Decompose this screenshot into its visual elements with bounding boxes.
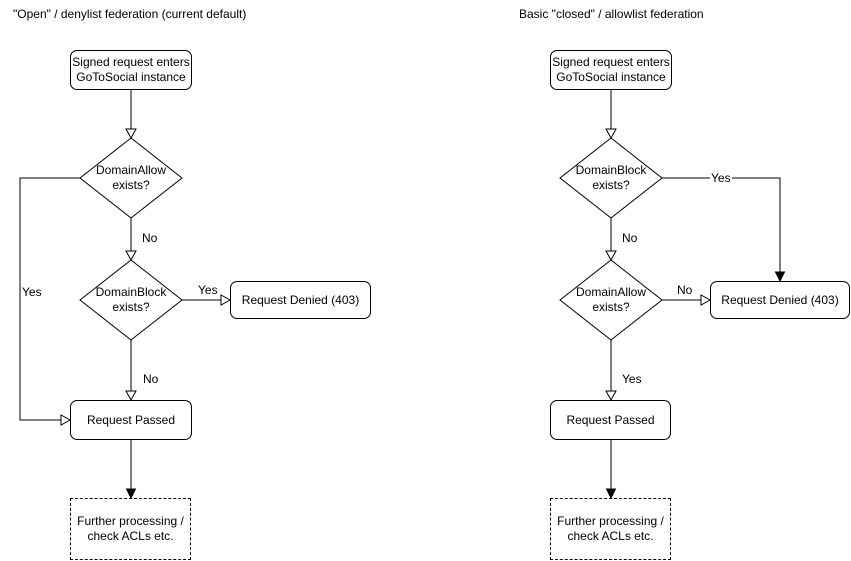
arrowhead-open-icon xyxy=(700,294,712,306)
right-flowchart-shapes xyxy=(559,90,786,500)
left-further-node: Further processing / check ACLs etc. xyxy=(70,498,191,560)
arrowhead-open-icon xyxy=(125,250,137,262)
arrowhead-open-icon xyxy=(60,414,72,426)
left-passed-node: Request Passed xyxy=(70,400,192,440)
left-flowchart-shapes xyxy=(19,90,232,500)
left-decision1-no-label: No xyxy=(141,231,159,245)
left-chart-title: "Open" / denylist federation (current de… xyxy=(13,7,247,21)
arrow-right-decision1-yes-to-denied xyxy=(662,177,781,272)
left-decision2-no-label: No xyxy=(142,372,160,386)
right-decision1-label: DomainBlock exists? xyxy=(575,163,647,192)
right-start-node: Signed request enters GoToSocial instanc… xyxy=(550,50,672,90)
arrowhead-open-icon xyxy=(605,390,617,402)
right-further-node: Further processing / check ACLs etc. xyxy=(550,498,671,560)
right-decision2-yes-label: Yes xyxy=(621,372,643,386)
arrowhead-open-icon xyxy=(125,128,137,140)
left-decision1-yes-label: Yes xyxy=(21,285,43,299)
arrowhead-open-icon xyxy=(220,294,232,306)
left-start-node: Signed request enters GoToSocial instanc… xyxy=(70,50,192,90)
arrowhead-open-icon xyxy=(125,390,137,402)
arrowhead-open-icon xyxy=(605,250,617,262)
right-chart-title: Basic "closed" / allowlist federation xyxy=(519,7,704,21)
arrowhead-filled-icon xyxy=(605,488,617,500)
left-decision2-label: DomainBlock exists? xyxy=(95,285,167,314)
right-denied-node: Request Denied (403) xyxy=(710,281,850,319)
right-decision1-yes-label: Yes xyxy=(710,171,732,185)
right-passed-node: Request Passed xyxy=(550,400,671,440)
left-decision1-label: DomainAllow exists? xyxy=(95,163,167,192)
arrowhead-filled-icon xyxy=(774,271,786,283)
arrow-left-decision1-yes-to-passed xyxy=(19,177,80,421)
left-denied-node: Request Denied (403) xyxy=(230,281,371,319)
right-decision2-label: DomainAllow exists? xyxy=(575,285,647,314)
left-decision2-yes-label: Yes xyxy=(197,283,219,297)
right-decision2-no-label: No xyxy=(676,283,694,297)
right-decision1-no-label: No xyxy=(621,231,639,245)
arrowhead-filled-icon xyxy=(125,488,137,500)
arrowhead-open-icon xyxy=(605,128,617,140)
